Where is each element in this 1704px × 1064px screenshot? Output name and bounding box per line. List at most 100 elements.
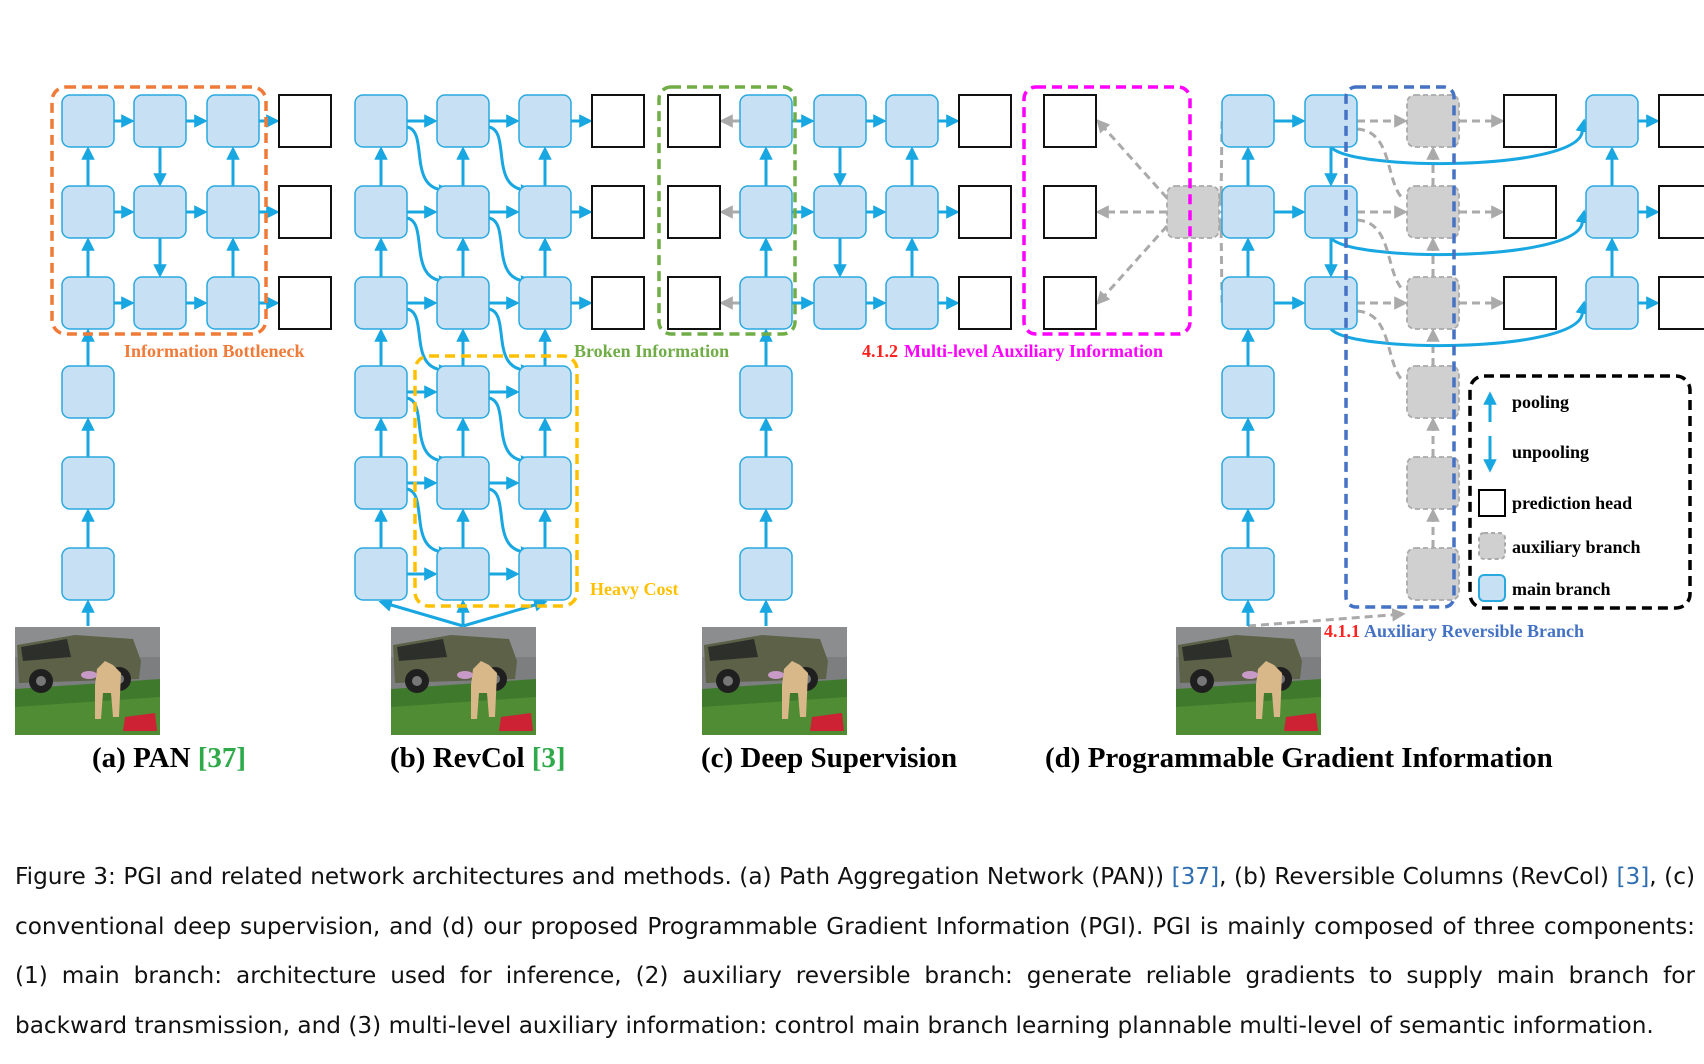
reversible-curve	[406, 216, 453, 289]
main-branch-node	[813, 276, 867, 330]
main-branch-node	[354, 94, 408, 148]
main-branch-node	[518, 94, 572, 148]
prediction-head-box	[1043, 94, 1097, 148]
reversible-curve	[488, 307, 535, 378]
subfig-a-label: (a) PAN [37]	[92, 742, 247, 774]
main-branch-node	[518, 456, 572, 510]
prediction-head-box	[278, 276, 332, 330]
prediction-head-box	[667, 185, 721, 239]
prediction-head-box	[958, 185, 1012, 239]
figure-caption: Figure 3: PGI and related network archit…	[15, 863, 1695, 1039]
main-branch-node	[206, 185, 260, 239]
legend-pooling: pooling	[1512, 392, 1569, 412]
main-branch-node	[1304, 185, 1358, 239]
information-bottleneck-label: Information Bottleneck	[124, 341, 304, 361]
legend-unpooling: unpooling	[1512, 442, 1589, 462]
prediction-head-box	[278, 185, 332, 239]
main-branch-node	[518, 547, 572, 601]
main-branch-node	[61, 547, 115, 601]
input-photo-d	[1176, 627, 1321, 735]
architecture-figure: Information Bottleneck Broken Informatio…	[15, 85, 1704, 735]
main-branch-node	[1304, 276, 1358, 330]
heavy-cost-label: Heavy Cost	[590, 579, 679, 599]
main-branch-node	[354, 456, 408, 510]
main-branch-node	[354, 276, 408, 330]
main-branch-node	[1585, 94, 1639, 148]
auxiliary-branch-node	[1406, 276, 1460, 330]
main-branch-node	[813, 94, 867, 148]
main-branch-node	[61, 185, 115, 239]
main-branch-node	[133, 276, 187, 330]
subfig-d-label: (d) Programmable Gradient Information	[1045, 742, 1553, 774]
main-branch-node	[436, 547, 490, 601]
caption-ref-37[interactable]: [37]	[1171, 863, 1220, 890]
main-branch-node	[739, 185, 793, 239]
main-branch-node	[518, 365, 572, 419]
main-branch-node	[1585, 185, 1639, 239]
subfig-a-ref[interactable]: [37]	[197, 742, 247, 774]
aux-curve	[1356, 127, 1405, 201]
main-branch-node	[436, 276, 490, 330]
main-branch-node	[61, 365, 115, 419]
main-branch-node	[813, 185, 867, 239]
input-photo-a	[15, 627, 160, 735]
prediction-head-box	[958, 276, 1012, 330]
main-branch-node	[206, 276, 260, 330]
main-branch-node	[1304, 94, 1358, 148]
caption-ref-3[interactable]: [3]	[1616, 863, 1650, 890]
main-branch-node	[1221, 365, 1275, 419]
main-branch-node	[739, 276, 793, 330]
main-branch-node	[354, 547, 408, 601]
prediction-head-box	[1043, 276, 1097, 330]
main-branch-node	[436, 185, 490, 239]
main-branch-node	[436, 456, 490, 510]
reversible-curve	[406, 396, 453, 469]
prediction-head-box	[1503, 276, 1557, 330]
main-branch-node	[518, 276, 572, 330]
auxiliary-branch-node	[1166, 185, 1220, 239]
multi-level-link	[1096, 118, 1169, 200]
prediction-head-box	[667, 276, 721, 330]
prediction-head-box	[958, 94, 1012, 148]
reversible-curve	[488, 125, 535, 198]
auxiliary-branch-node	[1406, 547, 1460, 601]
prediction-head-box	[1503, 94, 1557, 148]
prediction-head-box	[278, 94, 332, 148]
aux-reversible-frame	[1344, 85, 1456, 609]
aux-curve	[1356, 218, 1405, 292]
main-branch-node	[1585, 276, 1639, 330]
main-branch-curve	[1329, 300, 1589, 348]
subfig-c-label: (c) Deep Supervision	[701, 742, 958, 774]
main-branch-node	[354, 365, 408, 419]
multi-level-text: Multi-level Auxiliary Information	[904, 341, 1163, 361]
main-branch-node	[1221, 94, 1275, 148]
subfig-b-ref[interactable]: [3]	[531, 742, 566, 774]
main-branch-node	[885, 94, 939, 148]
legend-auxiliary-branch: auxiliary branch	[1512, 537, 1641, 557]
input-arrow	[462, 598, 548, 628]
auxiliary-branch-node	[1406, 185, 1460, 239]
multi-level-label: 4.1.2 Multi-level Auxiliary Information	[862, 341, 1163, 361]
main-branch-node	[518, 185, 572, 239]
aux-curve	[1356, 309, 1405, 383]
prediction-head-box	[1658, 185, 1704, 239]
main-branch-node	[1221, 456, 1275, 510]
main-branch-node	[1221, 276, 1275, 330]
prediction-head-box	[667, 94, 721, 148]
main-branch-node	[436, 365, 490, 419]
legend: pooling unpooling prediction head auxili…	[1478, 391, 1641, 602]
reversible-curve	[488, 216, 535, 289]
auxiliary-branch-swatch-icon	[1478, 532, 1506, 560]
main-branch-node	[354, 185, 408, 239]
main-branch-curve	[1329, 209, 1589, 257]
prediction-head-box	[1658, 276, 1704, 330]
reversible-curve	[488, 487, 535, 560]
legend-prediction-head: prediction head	[1512, 493, 1632, 513]
main-branch-node	[61, 94, 115, 148]
prediction-head-box	[591, 276, 645, 330]
multi-level-number: 4.1.2	[862, 341, 898, 361]
broken-information-frame	[657, 85, 797, 336]
prediction-head-box	[591, 94, 645, 148]
reversible-curve	[406, 125, 453, 198]
